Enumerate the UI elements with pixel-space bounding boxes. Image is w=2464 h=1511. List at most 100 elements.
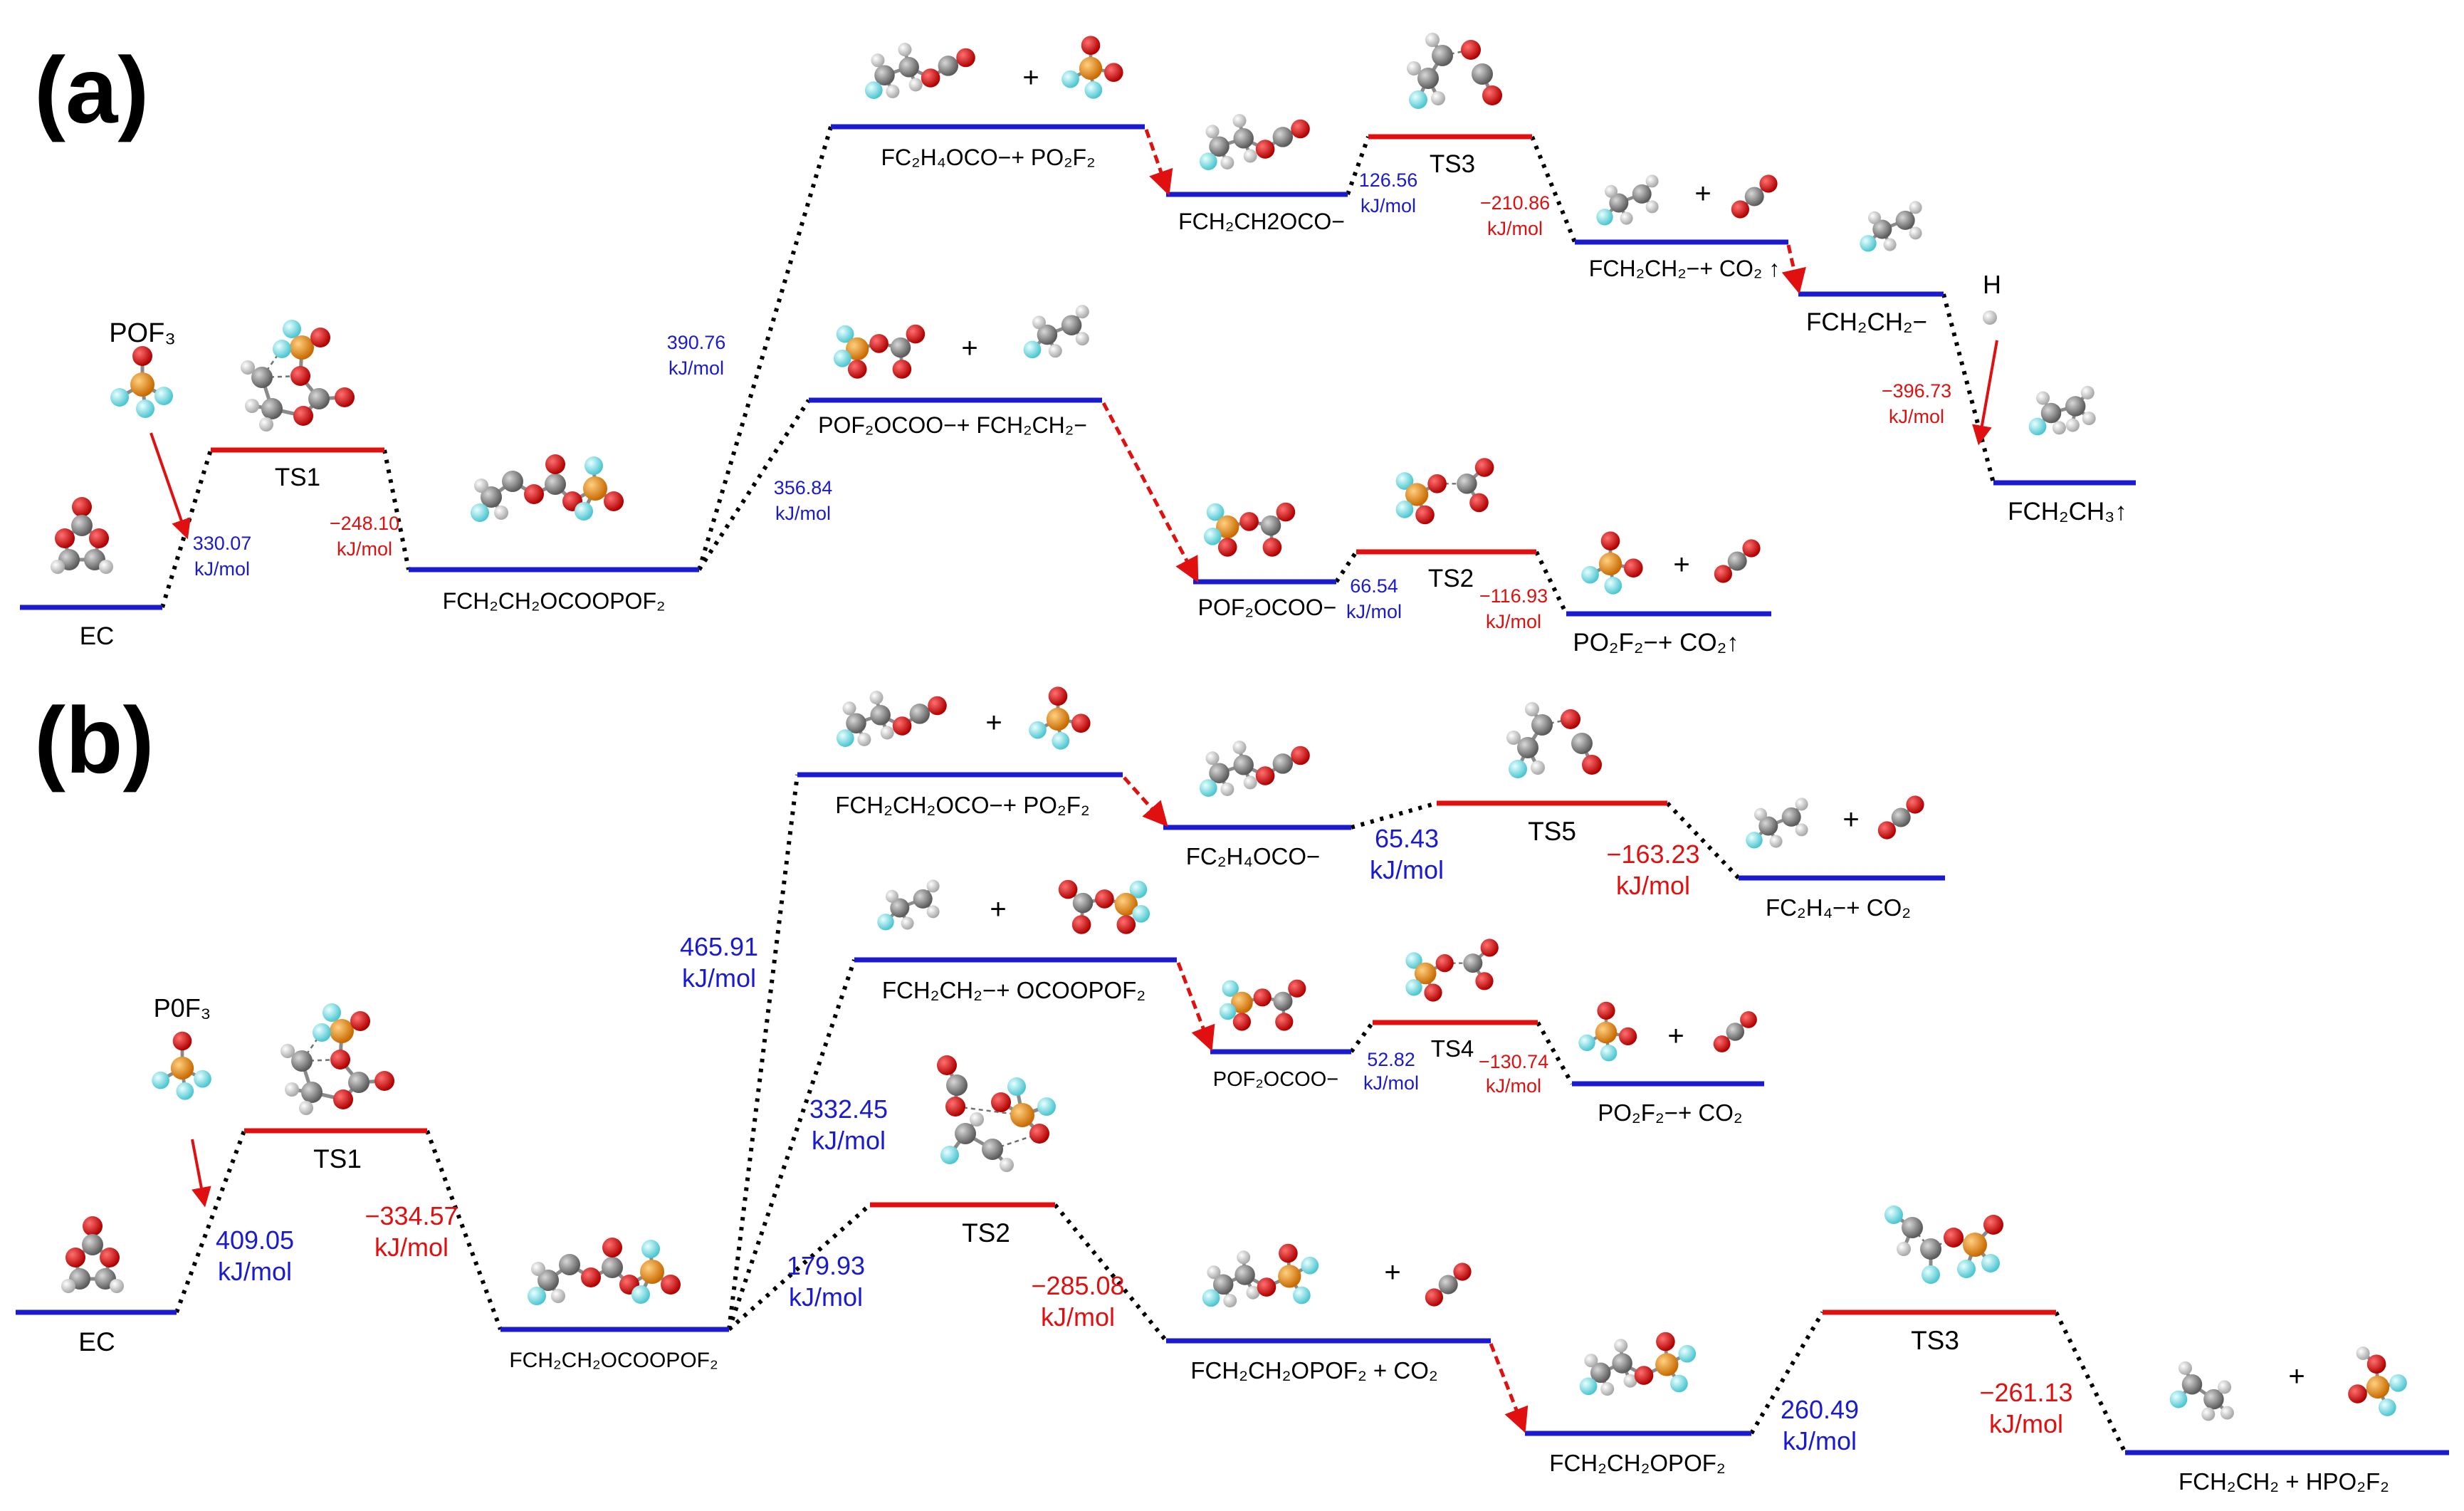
oxygen-atom — [1474, 458, 1494, 477]
oxygen-atom — [1906, 795, 1924, 814]
carbon-atom — [1472, 63, 1493, 85]
energy-unit: kJ/mol — [1989, 1409, 2063, 1438]
label-fc2h4-co2: FC₂H₄−+ CO₂ — [1766, 894, 1911, 921]
phosphorus-atom — [130, 372, 154, 397]
hydrogen-atom — [1032, 315, 1046, 330]
fluorine-atom — [471, 503, 489, 522]
oxygen-atom — [1257, 1277, 1276, 1297]
carbon-atom — [1727, 551, 1747, 571]
fluorine-atom — [641, 1240, 660, 1258]
pof3-molecule — [152, 1031, 211, 1100]
label-po2f2-co2: PO₂F₂−+ CO₂↑ — [1573, 629, 1739, 657]
oxygen-atom — [1095, 889, 1114, 909]
energy-unit: kJ/mol — [1487, 218, 1543, 239]
fch2ch2-molecule — [877, 879, 940, 931]
hydrogen-atom — [1048, 344, 1062, 358]
oxygen-atom — [1255, 140, 1275, 159]
hydrogen-atom — [281, 1044, 295, 1058]
carbon-atom — [1609, 193, 1629, 213]
connector — [2054, 1311, 2127, 1454]
hydrogen-atom — [110, 1279, 124, 1293]
hydrogen-atom — [886, 85, 900, 98]
hydrogen-atom — [1868, 211, 1881, 224]
plus-sign: + — [2288, 1361, 2305, 1392]
hydrogen-atom — [1431, 91, 1445, 105]
ts1-structure — [241, 320, 355, 432]
fluorine-atom — [1395, 501, 1414, 518]
label-pof2ocoo-fch2ch2: POF₂OCOO−+ FCH₂CH₂− — [818, 412, 1087, 438]
energy-unit: kJ/mol — [1486, 611, 1541, 632]
plus-sign: + — [1842, 804, 1859, 835]
energy-value: −396.73 — [1882, 380, 1951, 402]
fch2ch2-molecule — [1746, 798, 1808, 849]
hydrogen-atom — [1243, 775, 1257, 790]
energy-value: 409.05 — [216, 1225, 294, 1255]
oxygen-atom — [991, 1092, 1011, 1112]
fluorine-atom — [1405, 979, 1422, 996]
carbon-atom — [2040, 402, 2062, 424]
oxygen-atom — [1482, 85, 1502, 105]
oxygen-atom — [1714, 565, 1732, 583]
fluorine-atom — [1957, 1260, 1976, 1278]
oxygen-atom — [1071, 713, 1091, 733]
connector — [697, 399, 811, 571]
po2f2-molecule — [1578, 1001, 1637, 1062]
po2f2-molecule — [1029, 686, 1091, 750]
energy-unit: kJ/mol — [682, 963, 756, 993]
fluorine-atom — [1581, 565, 1599, 584]
fluorine-atom — [1860, 235, 1877, 252]
hydrogen-atom — [1795, 823, 1808, 837]
co2-molecule — [1425, 1262, 1472, 1307]
fluorine-atom — [154, 387, 173, 405]
carbon-atom — [890, 898, 910, 918]
carbon-atom — [301, 1082, 323, 1103]
carbon-atom — [1612, 1353, 1632, 1374]
hydrogen-atom — [2036, 391, 2050, 405]
ts2-structure — [937, 1055, 1056, 1172]
reactant-arrow — [1972, 340, 1998, 446]
oxygen-atom — [1104, 63, 1123, 82]
fluorine-atom — [176, 1082, 194, 1100]
fluorine-atom — [136, 399, 154, 418]
energy-value: 330.07 — [193, 533, 252, 554]
hydrogen-atom — [299, 1101, 313, 1115]
phosphorus-atom — [330, 1019, 354, 1043]
plus-sign: + — [961, 333, 977, 364]
hydrogen-atom — [857, 733, 871, 746]
hydrogen-atom — [2080, 386, 2095, 399]
carbon-atom — [909, 704, 930, 724]
hydrogen-atom — [1983, 310, 1997, 325]
oxygen-atom — [335, 387, 355, 407]
plus-sign: + — [1022, 62, 1039, 93]
fluorine-atom — [836, 325, 854, 343]
ocoopof2-molecule — [1058, 879, 1150, 934]
hydrogen-atom — [886, 889, 898, 903]
oxygen-atom — [1634, 1366, 1654, 1385]
fluorine-atom — [1037, 1097, 1056, 1116]
fluorine-atom — [1222, 980, 1239, 997]
connector — [728, 1203, 871, 1332]
carbon-atom — [1233, 755, 1254, 775]
plus-sign: + — [1667, 1020, 1684, 1052]
hydrogen-atom — [1605, 184, 1618, 198]
connector — [1349, 1021, 1375, 1053]
hydrogen-atom — [1220, 783, 1234, 796]
oxygen-atom — [1713, 1035, 1731, 1052]
oxygen-atom — [1600, 531, 1620, 550]
oxygen-atom — [350, 1011, 370, 1031]
oxygen-atom — [928, 696, 947, 716]
oxygen-atom — [2348, 1384, 2367, 1403]
fluorine-atom — [1203, 527, 1222, 545]
oxygen-atom — [1253, 988, 1272, 1007]
label-fch2ch2: FCH₂CH₂− — [1806, 308, 1927, 336]
connector — [174, 1129, 246, 1314]
oxygen-atom — [1058, 879, 1078, 899]
energy-unit: kJ/mol — [218, 1257, 292, 1286]
oxygen-atom — [1656, 1332, 1675, 1351]
carbon-atom — [308, 388, 330, 409]
hydrogen-atom — [1614, 1339, 1628, 1353]
carbon-atom — [1457, 474, 1477, 494]
phosphorus-atom — [1655, 1353, 1679, 1376]
energy-unit: kJ/mol — [669, 357, 724, 379]
energy-unit: kJ/mol — [337, 538, 392, 560]
